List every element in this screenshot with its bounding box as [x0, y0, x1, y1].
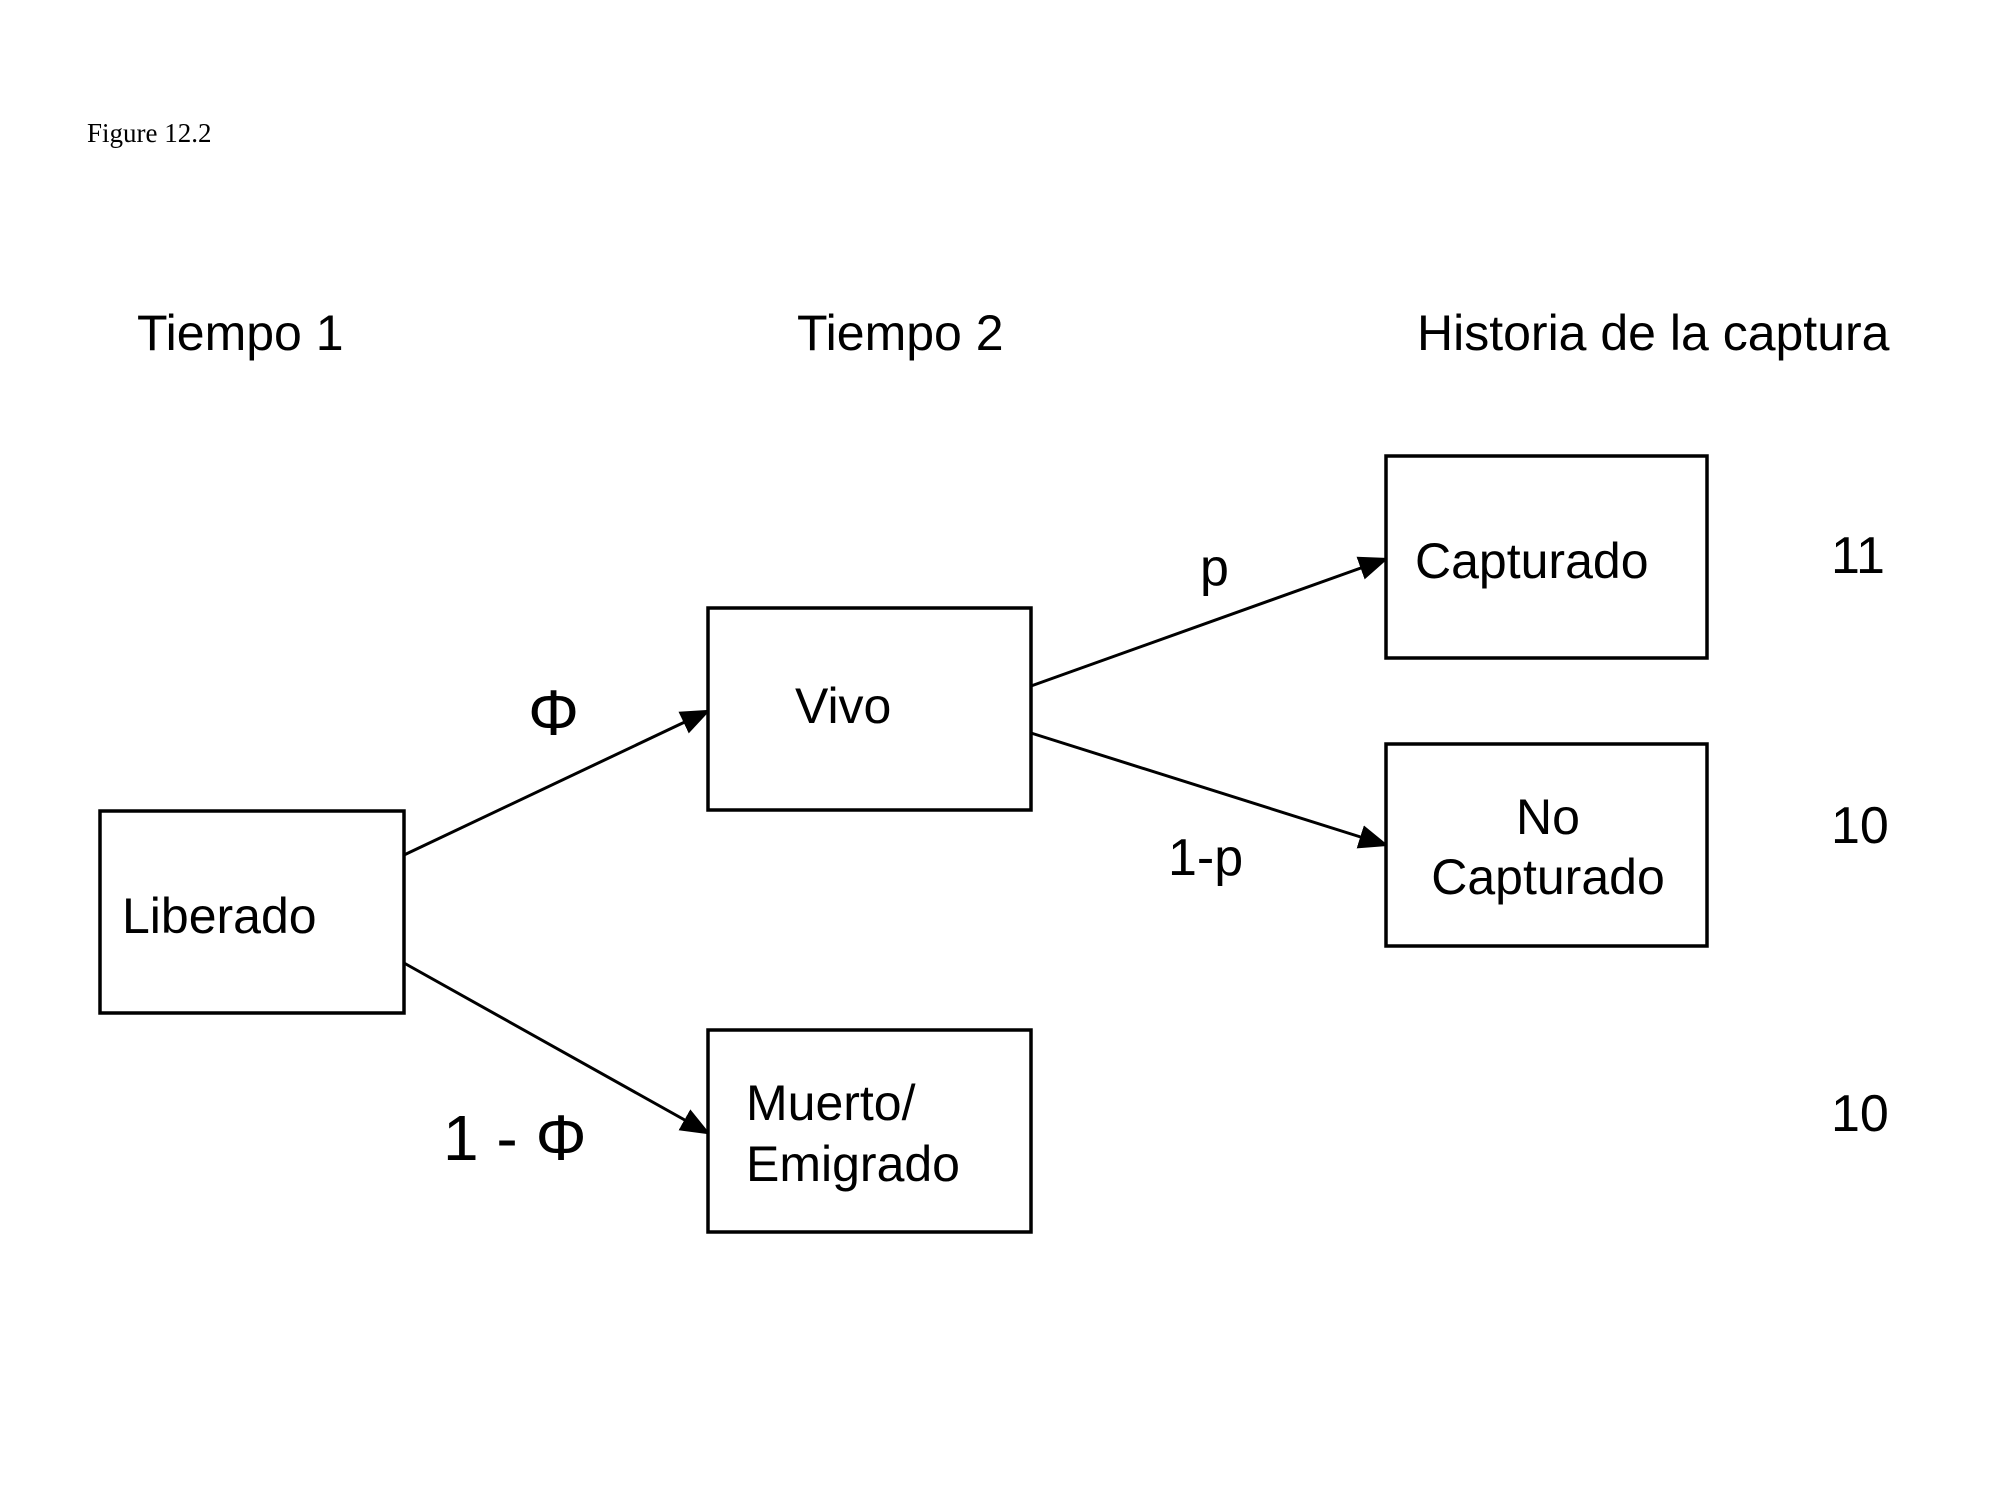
node-captured: Capturado	[1384, 454, 1709, 660]
arrow-alive-to-captured	[1030, 556, 1389, 688]
edge-label-survival: Φ	[528, 677, 579, 749]
history-not-captured: 10	[1831, 797, 1889, 855]
figure-label: Figure 12.2	[87, 118, 212, 148]
history-dead: 10	[1831, 1085, 1889, 1143]
edge-label-mortality: 1 - Φ	[443, 1102, 587, 1174]
node-released: Liberado	[98, 809, 406, 1015]
node-dead-label-line-1: Muerto/	[746, 1075, 916, 1131]
heading-time-2: Tiempo 2	[797, 305, 1004, 361]
node-dead-label-line-2: Emigrado	[746, 1136, 960, 1192]
heading-time-1: Tiempo 1	[137, 305, 344, 361]
node-alive: Vivo	[706, 606, 1033, 812]
node-not-captured: No Capturado	[1384, 742, 1709, 948]
edge-label-capture: p	[1200, 539, 1229, 597]
arrow-released-to-dead	[403, 961, 711, 1135]
history-captured: 11	[1831, 527, 1885, 585]
node-released-label: Liberado	[122, 888, 317, 944]
heading-capture-history: Historia de la captura	[1417, 305, 1890, 361]
node-not-captured-label-line-1: No	[1516, 789, 1580, 845]
node-captured-label: Capturado	[1415, 533, 1649, 589]
node-alive-label: Vivo	[795, 678, 891, 734]
edge-label-no-capture: 1-p	[1168, 829, 1243, 887]
node-not-captured-label-line-2: Capturado	[1431, 849, 1665, 905]
arrow-alive-to-not-captured	[1030, 731, 1389, 849]
arrow-released-to-alive	[403, 709, 711, 857]
node-dead-emigrated: Muerto/ Emigrado	[706, 1028, 1033, 1234]
